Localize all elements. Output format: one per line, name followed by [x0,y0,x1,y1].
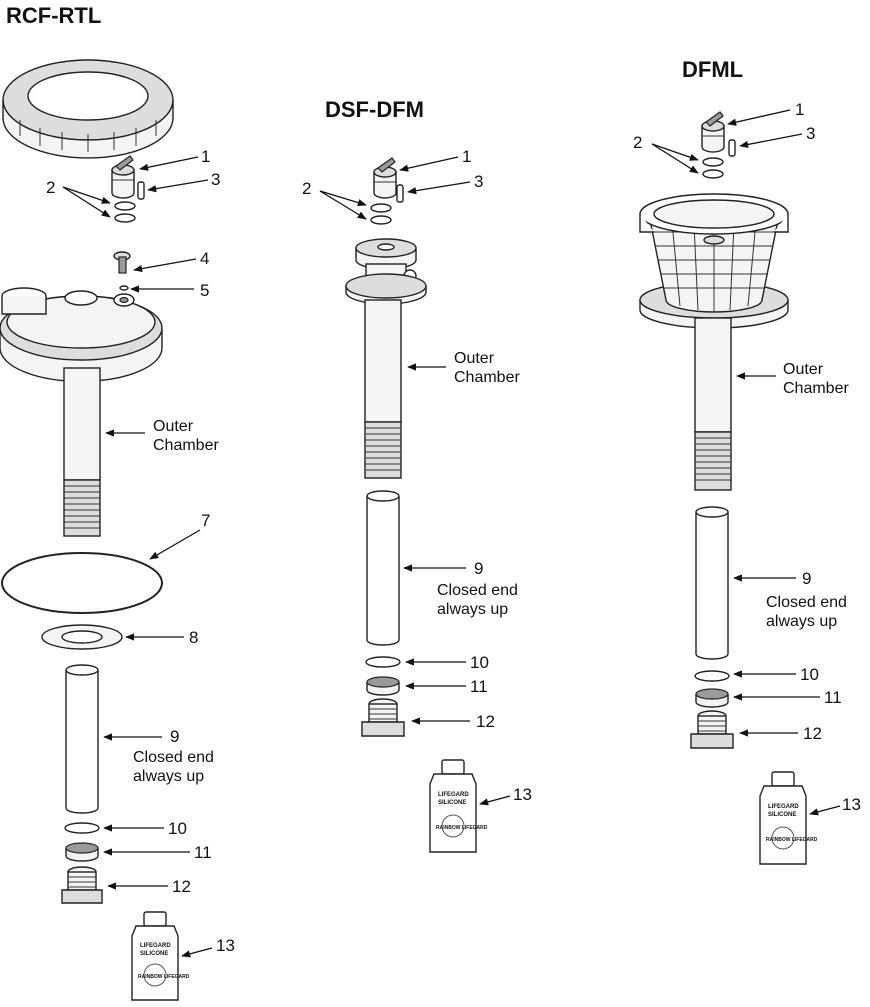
svg-text:LIFEGARD: LIFEGARD [140,943,171,949]
svg-text:9: 9 [170,727,179,746]
svg-text:10: 10 [168,819,187,838]
rcf-small-washer [119,285,129,291]
dsf-callouts: 1 2 3 Outer Chamber 9 Closed end always … [302,147,532,806]
svg-text:11: 11 [194,843,212,862]
dsf-screen [366,676,400,696]
svg-text:SILICONE: SILICONE [438,800,466,806]
svg-text:3: 3 [211,170,220,189]
dfml-o-ring-a [702,157,724,167]
rcf-drain-cap [61,866,103,904]
rcf-lid [0,287,163,383]
svg-text:11: 11 [470,677,488,696]
svg-text:Chamber: Chamber [454,369,520,386]
svg-text:always up: always up [437,601,508,618]
svg-text:4: 4 [200,249,209,268]
dsf-drain-cap [361,698,405,737]
svg-text:13: 13 [216,936,235,955]
svg-text:5: 5 [200,281,209,300]
rcf-lock-ring [2,59,174,159]
rcf-outer-chamber [63,367,101,537]
dfml-silicone-bottle: LIFEGARD SILICONE RAINBOW LIFEGARD [759,771,818,865]
svg-text:12: 12 [803,724,822,743]
dsf-pin [396,184,404,203]
dsf-head [345,238,427,305]
svg-text:1: 1 [795,100,804,119]
rcf-air-relief-valve [111,155,135,199]
svg-text:3: 3 [806,124,815,143]
rcf-o-ring-10 [64,822,100,834]
svg-text:2: 2 [302,179,311,198]
dfml-inner-tube [695,506,729,660]
rcf-screen [65,842,99,862]
svg-text:7: 7 [201,511,210,530]
rcf-o-ring-b [114,213,136,223]
svg-text:RAINBOW LIFEGARD: RAINBOW LIFEGARD [766,837,818,843]
svg-text:Outer: Outer [153,418,194,435]
svg-text:SILICONE: SILICONE [768,812,796,818]
svg-text:LIFEGARD: LIFEGARD [768,804,799,810]
dfml-o-ring-10 [694,670,730,682]
svg-text:9: 9 [474,559,483,578]
svg-text:9: 9 [802,569,811,588]
dfml-air-relief-valve [701,111,725,153]
dsf-dfm-assembly: DSF-DFM [302,97,532,853]
rcf-rtl-assembly: RCF-RTL [0,3,235,1001]
dsf-dfm-title: DSF-DFM [325,97,424,122]
svg-text:always up: always up [766,613,837,630]
svg-text:2: 2 [633,133,642,152]
svg-text:1: 1 [201,147,210,166]
dsf-inner-tube [366,490,400,646]
dsf-o-ring-b [370,215,392,225]
svg-text:always up: always up [133,768,204,785]
svg-text:2: 2 [46,178,55,197]
svg-text:1: 1 [462,147,471,166]
svg-text:RAINBOW LIFEGARD: RAINBOW LIFEGARD [138,974,190,980]
svg-text:11: 11 [824,688,842,707]
rcf-o-ring-a [114,201,136,211]
dfml-outer-chamber [694,317,732,491]
svg-text:8: 8 [189,628,198,647]
dsf-o-ring-a [370,203,392,213]
rcf-callouts: 1 2 3 4 5 Outer Chamber 7 8 9 Closed end… [46,147,235,958]
svg-text:10: 10 [470,653,489,672]
rcf-screw [113,251,131,274]
dfml-basket [639,193,789,329]
svg-text:LIFEGARD: LIFEGARD [438,792,469,798]
dfml-title: DFML [682,57,743,82]
dfml-o-ring-b [702,169,724,179]
svg-text:13: 13 [842,795,861,814]
rcf-rtl-title: RCF-RTL [6,3,101,28]
dfml-drain-cap [690,710,734,749]
rcf-inner-tube [65,664,99,814]
dfml-assembly: DFML [633,57,861,865]
svg-text:13: 13 [513,785,532,804]
dfml-callouts: 1 2 3 Outer Chamber 9 Closed end always … [633,100,861,816]
svg-text:Closed end: Closed end [437,582,518,599]
rcf-spacer-ring [41,624,123,650]
svg-text:12: 12 [476,712,495,731]
svg-text:12: 12 [172,877,191,896]
dsf-outer-chamber [364,299,402,479]
dsf-air-relief-valve [373,157,397,199]
dfml-screen [695,688,729,708]
svg-text:10: 10 [800,665,819,684]
rcf-pin [137,181,145,200]
svg-text:SILICONE: SILICONE [140,951,168,957]
dsf-silicone-bottle: LIFEGARD SILICONE RAINBOW LIFEGARD [429,759,488,853]
svg-text:Chamber: Chamber [783,380,849,397]
rcf-silicone-bottle: LIFEGARD SILICONE RAINBOW LIFEGARD [131,911,190,1001]
svg-text:Outer: Outer [783,361,824,378]
svg-text:Outer: Outer [454,350,495,367]
svg-text:Closed end: Closed end [766,594,847,611]
svg-text:3: 3 [474,172,483,191]
svg-text:Closed end: Closed end [133,749,214,766]
dsf-o-ring-10 [365,656,401,668]
rcf-large-gasket [1,552,163,614]
dfml-pin [728,139,736,157]
svg-text:RAINBOW LIFEGARD: RAINBOW LIFEGARD [436,825,488,831]
svg-text:Chamber: Chamber [153,437,219,454]
